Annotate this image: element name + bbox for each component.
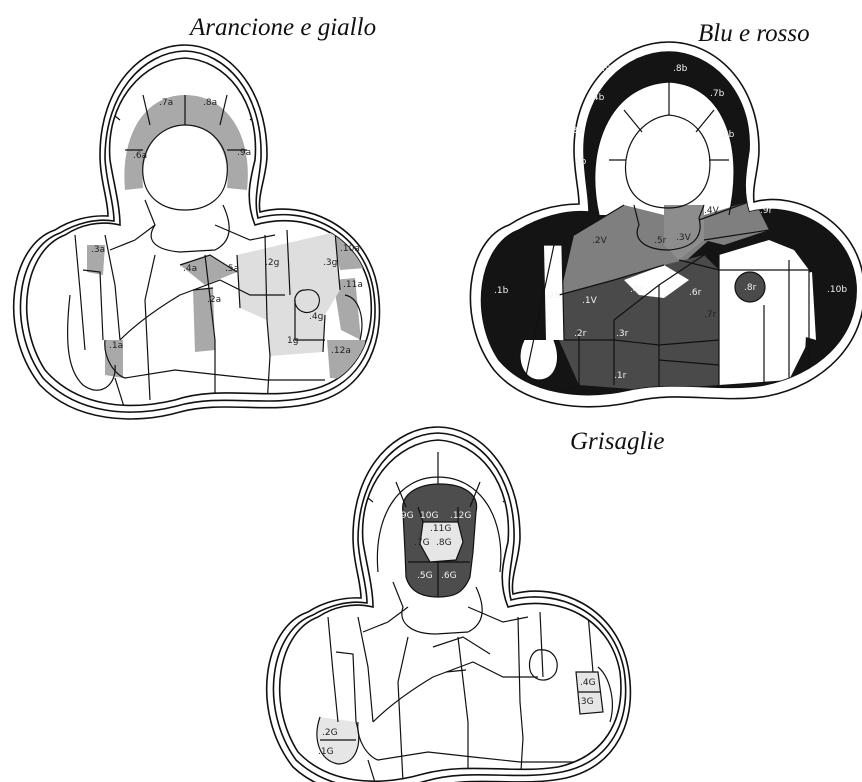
label-9G: .9G — [398, 511, 414, 521]
label-1V: .1V — [582, 296, 598, 306]
label-2r: .2r — [574, 329, 587, 339]
panel-blue-red: .9b .8b .7b .6b .5b .4V .5r .3V .2V .1V … — [464, 40, 862, 405]
label-6G: .6G — [441, 571, 457, 581]
label-1g: 1g — [287, 336, 298, 346]
label-3r: .3r — [616, 329, 629, 339]
label-2g: .2g — [265, 258, 279, 268]
label-8G: .8G — [436, 538, 452, 548]
label-4G: .4G — [580, 678, 596, 688]
label-12G: .12G — [450, 511, 471, 521]
label-8r: .8r — [744, 283, 757, 293]
label-2b: .2b — [546, 291, 561, 301]
label-2V: .2V — [592, 236, 608, 246]
label-6a: .6a — [133, 151, 147, 161]
label-5G: .5G — [417, 571, 433, 581]
label-7G: .7G — [414, 538, 430, 548]
label-4g: .4g — [309, 312, 323, 322]
label-10b: .10b — [827, 285, 847, 295]
title-orange-yellow: Arancione e giallo — [190, 14, 376, 42]
label-3g: .3g — [323, 258, 337, 268]
label-2a: .2a — [207, 295, 221, 305]
label-9a: .9a — [237, 148, 251, 158]
label-9b: .9b — [602, 64, 617, 74]
label-11a: .11a — [343, 280, 363, 290]
panel-grisaille: .9G 10G .12G .11G .7G .8G .5G .6G .4G .3… — [258, 422, 630, 782]
label-5b: .5b — [572, 157, 587, 167]
label-10a: .10a — [340, 244, 360, 254]
label-5r: .5r — [654, 236, 667, 246]
label-7a: .7a — [159, 98, 173, 108]
label-4r: .4r — [630, 285, 643, 295]
label-10G: 10G — [420, 511, 438, 521]
label-7r: .7r — [704, 310, 717, 320]
label-6r: .6r — [689, 288, 702, 298]
panel-orange-yellow: .7a .8a .6a .9a .3a .4a .5a .2a .2g .3g … — [5, 40, 377, 415]
label-11G: .11G — [430, 524, 451, 534]
label-8a: .8a — [203, 98, 217, 108]
label-3V: .3V — [676, 233, 692, 243]
label-3G: .3G — [578, 697, 594, 707]
label-2G: .2G — [322, 728, 338, 738]
label-1G: .1G — [318, 747, 334, 757]
label-4a: .4a — [183, 264, 197, 274]
label-1b: .1b — [494, 286, 509, 296]
label-7b: .7b — [710, 89, 725, 99]
label-8b: .8b — [673, 64, 688, 74]
label-3a: .3a — [91, 245, 105, 255]
label-6b: .6b — [720, 130, 735, 140]
label-1a: .1a — [109, 341, 123, 351]
label-4b: .4b — [590, 93, 605, 103]
label-4V: .4V — [704, 206, 720, 216]
label-1r: .1r — [614, 371, 627, 381]
label-12a: .12a — [331, 346, 351, 356]
label-9r: .9r — [760, 206, 773, 216]
label-5a: .5a — [225, 264, 239, 274]
label-3b: .3b — [569, 126, 584, 136]
